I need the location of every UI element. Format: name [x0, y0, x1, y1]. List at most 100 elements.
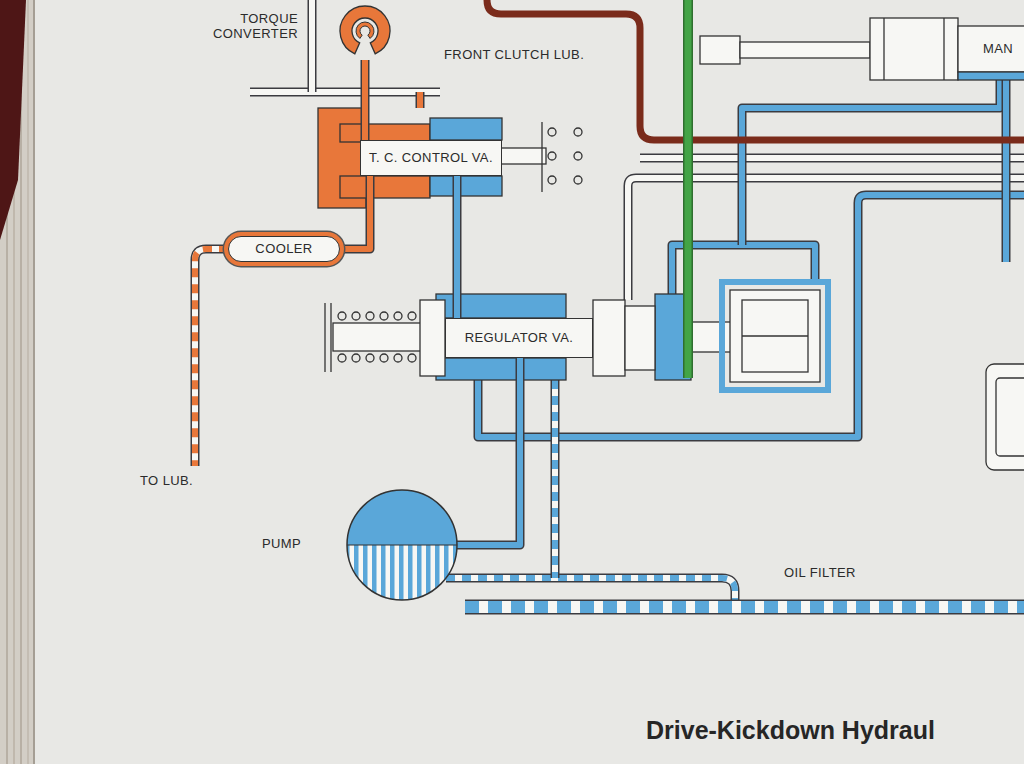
green-pipe — [685, 0, 692, 378]
pipe-connector — [457, 176, 458, 318]
regulator-valve — [408, 354, 416, 362]
valve-label: COOLER — [255, 242, 312, 257]
regulator-valve — [338, 312, 346, 320]
pipe-label: FRONT CLUTCH LUB. — [442, 48, 586, 63]
pump-shape — [345, 488, 459, 602]
pipe-fill — [340, 176, 370, 249]
converter-shape — [340, 6, 390, 54]
label-holder: OIL FILTER — [782, 566, 858, 581]
page-edge — [33, 0, 35, 764]
pump-outline — [347, 490, 457, 600]
regulator-valve — [366, 354, 374, 362]
regulator-valve — [742, 335, 808, 336]
pipe-label: OIL FILTER — [782, 566, 858, 581]
valve-label: REGULATOR VA. — [465, 331, 574, 346]
blue-pipes — [1003, 80, 1009, 262]
suction-pipes — [465, 600, 1024, 615]
pipe-outline — [340, 176, 370, 249]
blue-pipes — [742, 78, 1000, 245]
white-pipes — [308, 0, 317, 92]
white-pipes — [640, 155, 1024, 161]
regulator-valve — [352, 354, 360, 362]
page-edge — [0, 0, 26, 240]
suction-pipes — [446, 578, 735, 600]
valve-land: REGULATOR VA. — [445, 318, 593, 358]
regulator-valve — [330, 303, 331, 372]
suction-pipes — [552, 380, 558, 578]
manual-valve — [740, 42, 870, 58]
cooler-box: COOLER — [228, 236, 340, 262]
white-pipes — [640, 154, 1024, 163]
suction-pipes — [551, 380, 560, 578]
white-pipes — [250, 88, 440, 97]
blue-pipes — [742, 78, 1000, 245]
regulator-valve — [625, 306, 655, 370]
tc-control-valve — [548, 152, 556, 160]
suction-pipes — [465, 601, 1024, 613]
regulator-valve — [352, 312, 360, 320]
regulator-valve — [325, 282, 828, 390]
pipe-fill — [362, 60, 368, 140]
regulator-valve — [366, 312, 374, 320]
tc-control-valve — [318, 108, 582, 208]
brown-pipe — [487, 0, 1024, 140]
side-valve — [996, 378, 1024, 456]
pipe-connector — [340, 176, 370, 249]
pump-shape — [347, 490, 457, 545]
suction-pipes — [465, 601, 1024, 613]
regulator-valve — [742, 300, 808, 372]
pump-shape — [347, 490, 457, 600]
regulator-valve — [420, 300, 445, 376]
blue-pipes — [478, 78, 1024, 437]
tc-control-valve — [500, 148, 546, 164]
suction-pipes — [446, 578, 735, 600]
page-edge — [27, 0, 29, 764]
pipe-connector — [365, 60, 366, 140]
part-label: PUMP — [262, 537, 322, 552]
side-valve — [986, 364, 1024, 470]
part-label: TORQUE CONVERTER — [202, 12, 298, 42]
pipe-fill — [457, 358, 520, 545]
pipe-outline — [457, 358, 520, 545]
page-edge — [0, 0, 34, 764]
text-holder: PUMP — [262, 537, 322, 552]
regulator-valve — [593, 300, 625, 376]
pipe-outline — [453, 176, 462, 318]
manual-valve — [958, 26, 1024, 72]
orange-pipes — [195, 249, 228, 466]
label-holder: TO LUB. — [138, 474, 195, 489]
tc-control-valve — [574, 152, 582, 160]
suction-pipes — [446, 578, 735, 600]
page-title: Drive-Kickdown Hydraul — [646, 716, 935, 745]
orange-pipes — [416, 92, 425, 108]
regulator-valve — [380, 312, 388, 320]
regulator-valve — [394, 312, 402, 320]
valve-label: MAN — [981, 42, 1015, 57]
regulator-valve — [436, 358, 566, 380]
regulator-valve — [333, 323, 425, 351]
label-holder: MAN — [981, 42, 1015, 57]
label-holder: FRONT CLUTCH LUB. — [442, 48, 586, 63]
manual-valve — [700, 18, 1024, 80]
tc-control-valve — [340, 176, 430, 198]
tc-control-valve — [574, 128, 582, 136]
orange-pipes — [195, 249, 228, 466]
tc-control-valve — [548, 128, 582, 184]
page-edge — [0, 0, 34, 764]
manual-valve — [870, 18, 958, 80]
white-pipes — [250, 89, 440, 95]
pipe-fill — [454, 176, 460, 318]
valve-land: T. C. CONTROL VA. — [360, 140, 502, 176]
suction-pipes — [446, 380, 1024, 607]
suction-pipes — [552, 380, 558, 578]
regulator-valve — [408, 312, 416, 320]
manual-valve — [943, 18, 944, 80]
manual-valve — [958, 72, 1024, 80]
white-pipes — [250, 0, 1024, 300]
regulator-valve — [394, 354, 402, 362]
torque-converter: TORQUE CONVERTER — [202, 4, 400, 60]
regulator-valve — [730, 290, 820, 382]
